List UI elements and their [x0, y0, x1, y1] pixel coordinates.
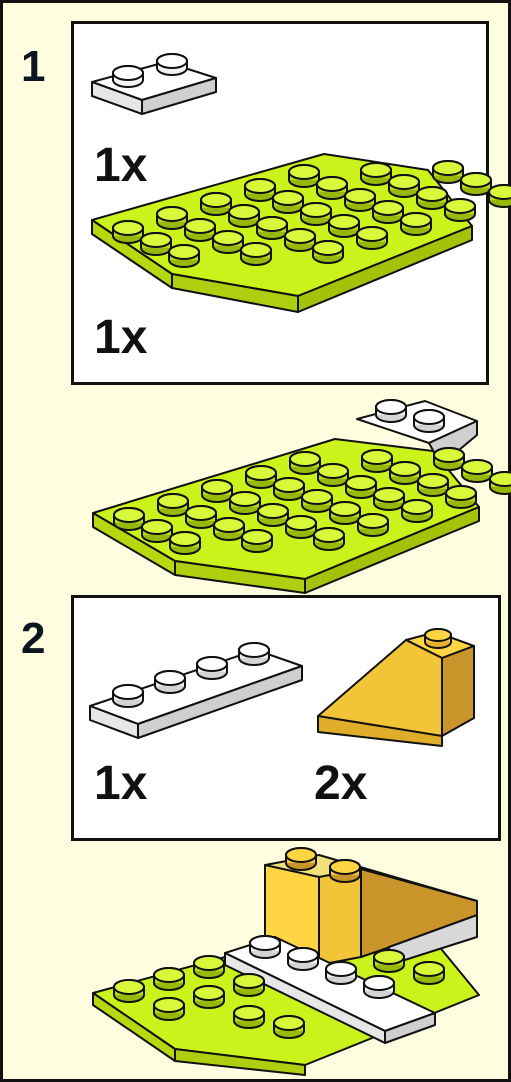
step-2-part-1-qty: 1x: [94, 760, 147, 808]
lime-wedge-plate-icon: [88, 128, 488, 318]
white-plate-1x2-icon: [86, 42, 226, 122]
step-2-number: 2: [21, 617, 45, 661]
step-2-part-2-qty: 2x: [314, 760, 367, 808]
step-1-number: 1: [21, 45, 45, 89]
step-2-parts-box: 1x 2x: [71, 595, 501, 841]
step-1-assembly-icon: [89, 395, 489, 595]
step-2-assembly-icon: [89, 845, 489, 1075]
step-1-parts-box: 1x 1x: [71, 21, 489, 385]
white-plate-1x4-icon: [86, 636, 306, 746]
step-1-part-2-qty: 1x: [94, 314, 147, 362]
yellow-slope-brick-icon: [312, 618, 482, 758]
